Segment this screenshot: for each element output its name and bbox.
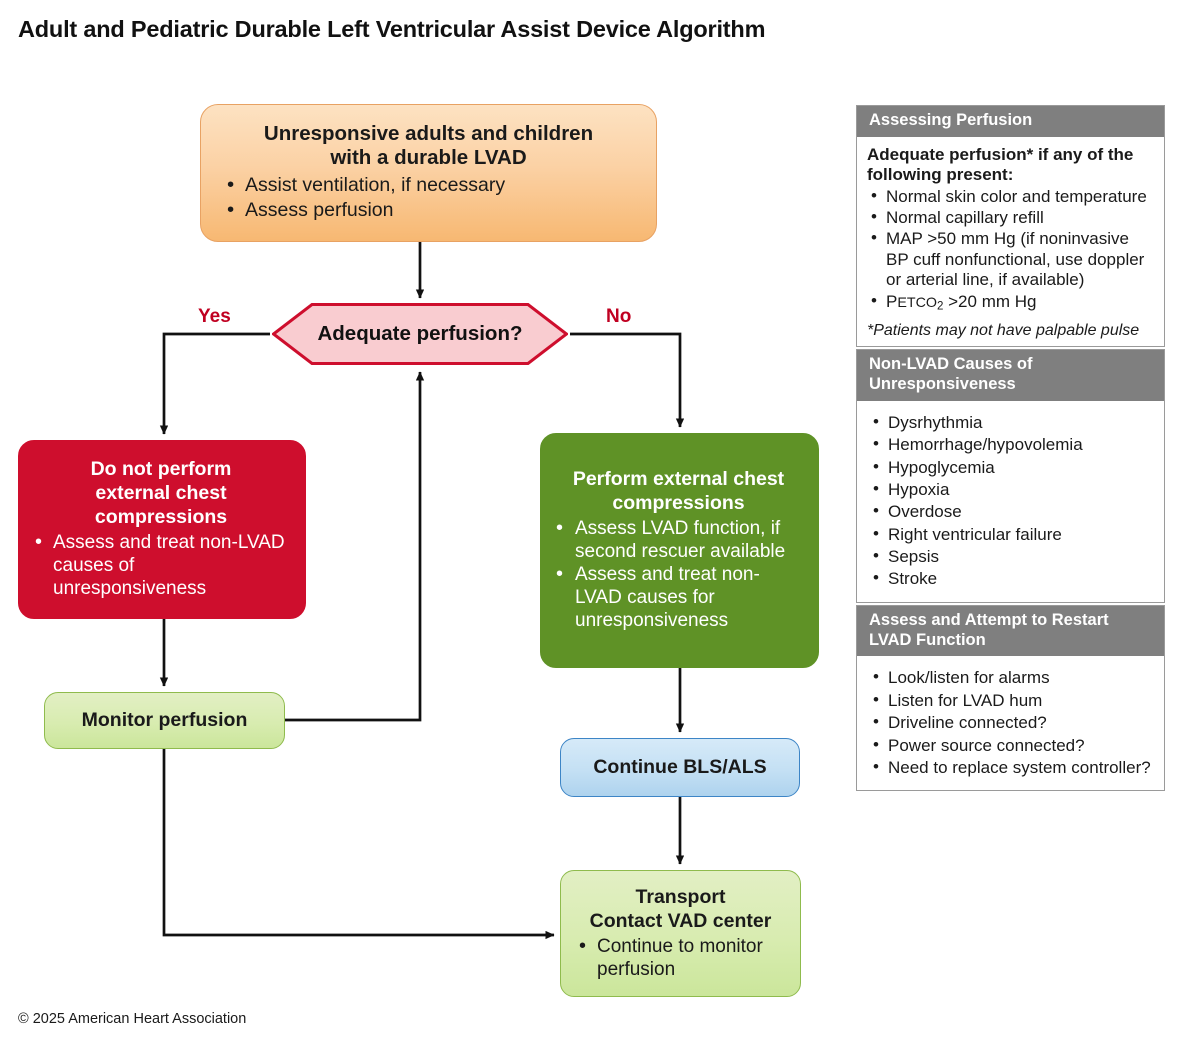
panel-non-lvad-causes: Non-LVAD Causes of Unresponsiveness Dysr… — [856, 349, 1165, 603]
edge-no-to-cpr — [570, 332, 685, 428]
panel-lead: Adequate perfusion* if any of the follow… — [867, 144, 1134, 185]
list-item: Sepsis — [869, 546, 1154, 567]
list-item: Hypoglycemia — [869, 456, 1154, 478]
node-transport-heading: Transport Contact VAD center — [589, 886, 772, 933]
panel-bullets: Normal skin color and temperature Normal… — [867, 186, 1154, 314]
sidebar: Assessing Perfusion Adequate perfusion* … — [856, 105, 1165, 793]
edge-yes-to-no-cpr — [159, 332, 270, 435]
list-item: Assist ventilation, if necessary — [219, 172, 638, 198]
petco2-subscript: 2 — [936, 300, 944, 313]
node-no-cpr-heading: Do not perform external chest compressio… — [90, 458, 232, 528]
node-start-heading: Unresponsive adults and children with a … — [263, 121, 594, 169]
node-no-cpr-bullets: Assess and treat non-LVAD causes of unre… — [31, 531, 291, 600]
node-cpr-heading: Perform external chest compressions — [572, 468, 785, 514]
panel-header: Assess and Attempt to Restart LVAD Funct… — [857, 605, 1164, 657]
panel-body: Adequate perfusion* if any of the follow… — [857, 137, 1164, 346]
list-item: Normal skin color and temperature — [867, 186, 1154, 207]
page-title: Adult and Pediatric Durable Left Ventric… — [18, 16, 766, 42]
node-monitor-heading: Monitor perfusion — [81, 709, 248, 732]
list-item: Hemorrhage/hypovolemia — [869, 434, 1154, 455]
node-unresponsive-lvad[interactable]: Unresponsive adults and children with a … — [200, 104, 657, 242]
edge-monitor-to-transport — [162, 749, 555, 940]
branch-label-yes: Yes — [198, 306, 231, 327]
node-do-not-perform-compressions[interactable]: Do not perform external chest compressio… — [18, 440, 306, 619]
list-item: Stroke — [869, 568, 1154, 589]
list-item: Normal capillary refill — [867, 207, 1154, 228]
list-item: Dysrhythmia — [869, 412, 1154, 433]
list-item: Driveline connected? — [869, 712, 1154, 733]
list-item: Listen for LVAD hum — [869, 690, 1154, 711]
node-start-bullets: Assist ventilation, if necessary Assess … — [219, 172, 638, 224]
node-bls-heading: Continue BLS/ALS — [593, 756, 767, 779]
panel-footnote: *Patients may not have palpable pulse — [867, 321, 1140, 339]
panel-bullets: Dysrhythmia Hemorrhage/hypovolemia Hypog… — [869, 412, 1154, 590]
node-continue-bls-als[interactable]: Continue BLS/ALS — [560, 738, 800, 797]
list-item: Assess LVAD function, if second rescuer … — [552, 517, 805, 564]
list-item: Hypoxia — [869, 479, 1154, 500]
node-transport-contact-vad-center[interactable]: Transport Contact VAD center Continue to… — [560, 870, 801, 997]
node-monitor-perfusion[interactable]: Monitor perfusion — [44, 692, 285, 749]
hexagon-shape — [272, 303, 568, 365]
panel-body: Look/listen for alarms Listen for LVAD h… — [857, 656, 1164, 790]
petco2-suffix: >20 mm Hg — [943, 291, 1037, 311]
list-item: Need to replace system controller? — [869, 757, 1154, 778]
panel-restart-lvad-function: Assess and Attempt to Restart LVAD Funct… — [856, 604, 1165, 792]
panel-bullets: Look/listen for alarms Listen for LVAD h… — [869, 667, 1154, 778]
list-item-petco2: PETCO2 >20 mm Hg — [867, 291, 1154, 314]
list-item: Continue to monitor perfusion — [573, 935, 788, 982]
node-perform-compressions[interactable]: Perform external chest compressions Asse… — [540, 433, 819, 668]
list-item: Assess and treat non-LVAD causes of unre… — [31, 531, 291, 600]
list-item: Overdose — [869, 501, 1154, 522]
list-item: Look/listen for alarms — [869, 667, 1154, 688]
panel-assessing-perfusion: Assessing Perfusion Adequate perfusion* … — [856, 105, 1165, 348]
list-item: Power source connected? — [869, 735, 1154, 756]
petco2-prefix: P — [886, 291, 898, 311]
petco2-smallcaps: ETCO — [897, 294, 937, 311]
list-item: Right ventricular failure — [869, 524, 1154, 545]
panel-header: Non-LVAD Causes of Unresponsiveness — [857, 350, 1164, 401]
copyright-notice: © 2025 American Heart Association — [18, 1011, 247, 1027]
decision-label: Adequate perfusion? — [317, 322, 523, 345]
list-item: Assess and treat non-LVAD causes for unr… — [552, 563, 805, 632]
list-item: Assess perfusion — [219, 197, 638, 223]
panel-header: Assessing Perfusion — [857, 106, 1164, 137]
node-adequate-perfusion-decision[interactable]: Adequate perfusion? — [272, 303, 568, 365]
node-transport-bullets: Continue to monitor perfusion — [573, 935, 788, 982]
list-item: MAP >50 mm Hg (if noninvasive BP cuff no… — [867, 228, 1154, 290]
branch-label-no: No — [606, 306, 632, 327]
node-cpr-bullets: Assess LVAD function, if second rescuer … — [552, 517, 805, 633]
panel-body: Dysrhythmia Hemorrhage/hypovolemia Hypog… — [857, 401, 1164, 602]
